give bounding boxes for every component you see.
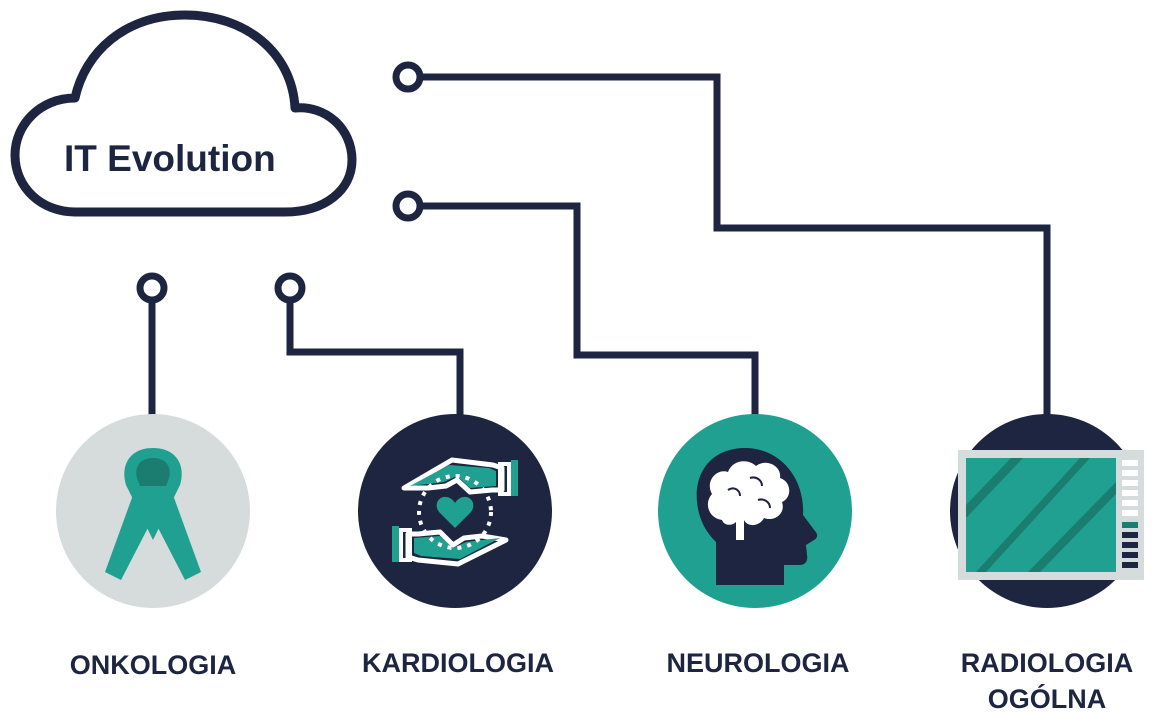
neurologia-icon-group [658,414,852,608]
awareness-ribbon-icon [105,448,201,580]
connectors [148,73,1051,428]
node-neurologia [392,190,424,222]
monitor-indicator-bars [1122,460,1138,568]
medical-monitor-icon [958,450,1144,580]
cloud-shape [10,10,357,217]
connector-neurologia [420,202,759,418]
kardiologia-icon-group [358,414,552,608]
label-kardiologia: KARDIOLOGIA [362,648,554,678]
node-kardiologia [274,272,306,304]
onkologia-icon-group [56,414,250,608]
label-radiologia-line2: OGÓLNA [987,684,1107,714]
caring-hands-heart-icon [392,457,518,567]
label-radiologia: RADIOLOGIA OGÓLNA [935,645,1159,717]
node-radiologia [392,61,424,93]
connector-nodes [136,61,424,304]
label-radiologia-line1: RADIOLOGIA [960,648,1134,678]
cloud-title: IT Evolution [64,138,276,179]
label-neurologia: NEUROLOGIA [666,648,850,678]
connector-kardiologia [286,300,464,418]
label-onkologia: ONKOLOGIA [69,650,237,680]
head-brain-icon [696,448,818,585]
connector-radiologia [420,73,1051,428]
node-onkologia [136,272,168,304]
radiologia-icon-group [950,414,1144,608]
